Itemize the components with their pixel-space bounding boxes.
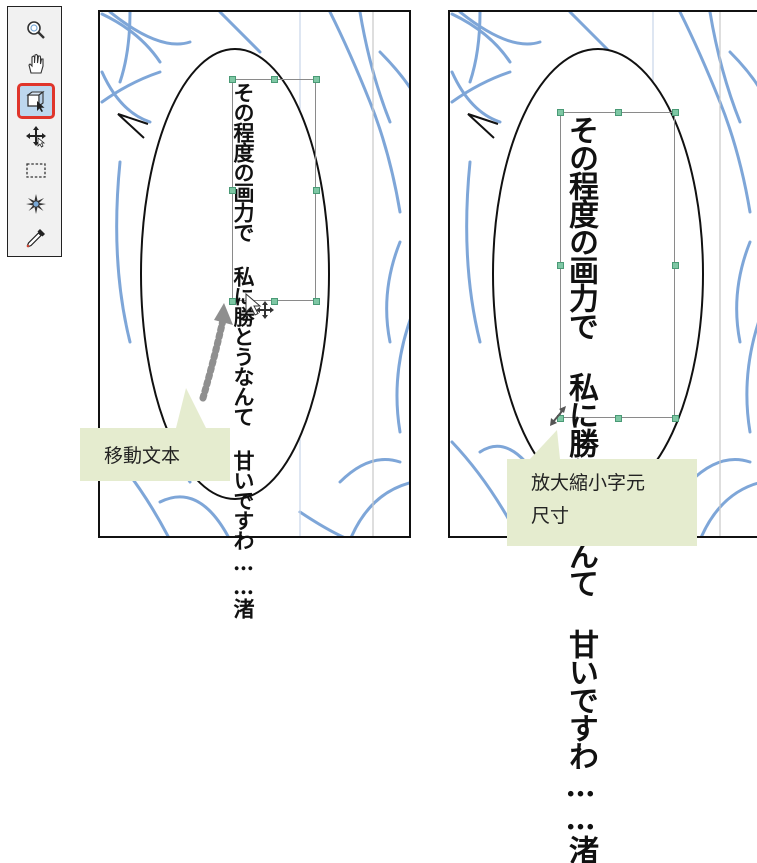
hand-icon	[28, 53, 44, 74]
text-line-1: その程度の画力で	[563, 115, 598, 339]
blue-sketch-lines	[100, 12, 409, 536]
resize-handle[interactable]	[271, 76, 278, 83]
zoom-tool-button[interactable]	[21, 15, 51, 45]
marquee-tool-button[interactable]	[21, 155, 51, 185]
object-select-icon	[26, 90, 45, 112]
callout-move-text: 移動文本	[80, 428, 230, 481]
resize-handle[interactable]	[229, 298, 236, 305]
resize-handle[interactable]	[672, 109, 679, 116]
hand-tool-button[interactable]	[21, 49, 51, 79]
resize-handle[interactable]	[557, 109, 564, 116]
resize-handle[interactable]	[313, 76, 320, 83]
rect-selection-icon	[26, 163, 46, 178]
resize-handle[interactable]	[672, 262, 679, 269]
zoom-icon	[27, 21, 45, 39]
dialogue-text-left[interactable]: その程度の画力で 私に勝とうなんて 甘いですわ……渚	[230, 82, 257, 618]
eyedropper-tool-button[interactable]	[21, 223, 51, 253]
eyedropper-icon	[26, 229, 45, 248]
text-line-3: 甘いですわ……渚	[563, 629, 598, 863]
blue-sketch-lines-2	[450, 12, 757, 536]
object-tool-button[interactable]	[17, 83, 55, 119]
resize-handle[interactable]	[271, 298, 278, 305]
callout-scale-text: 放大縮小字元 尺寸	[507, 459, 697, 546]
resize-handle[interactable]	[313, 298, 320, 305]
text-line-3: 甘いですわ……渚	[231, 450, 256, 618]
resize-handle[interactable]	[557, 415, 564, 422]
auto-select-tool-button[interactable]	[21, 189, 51, 219]
resize-handle[interactable]	[672, 415, 679, 422]
auto-select-icon	[26, 194, 46, 214]
callout-scale-line1: 放大縮小字元	[531, 472, 646, 494]
comic-panel-right	[448, 10, 757, 538]
text-line-2: 私に勝とうなんて	[231, 266, 256, 426]
resize-handle[interactable]	[313, 187, 320, 194]
resize-handle[interactable]	[229, 76, 236, 83]
resize-handle[interactable]	[557, 262, 564, 269]
move-layer-icon	[26, 126, 46, 148]
layer-move-tool-button[interactable]	[21, 121, 51, 151]
resize-handle[interactable]	[615, 415, 622, 422]
resize-handle[interactable]	[229, 187, 236, 194]
tool-palette	[7, 6, 62, 257]
text-line-1: その程度の画力で	[231, 82, 256, 242]
resize-handle[interactable]	[615, 109, 622, 116]
callout-move-label: 移動文本	[104, 445, 181, 467]
callout-scale-line2: 尺寸	[531, 505, 570, 527]
